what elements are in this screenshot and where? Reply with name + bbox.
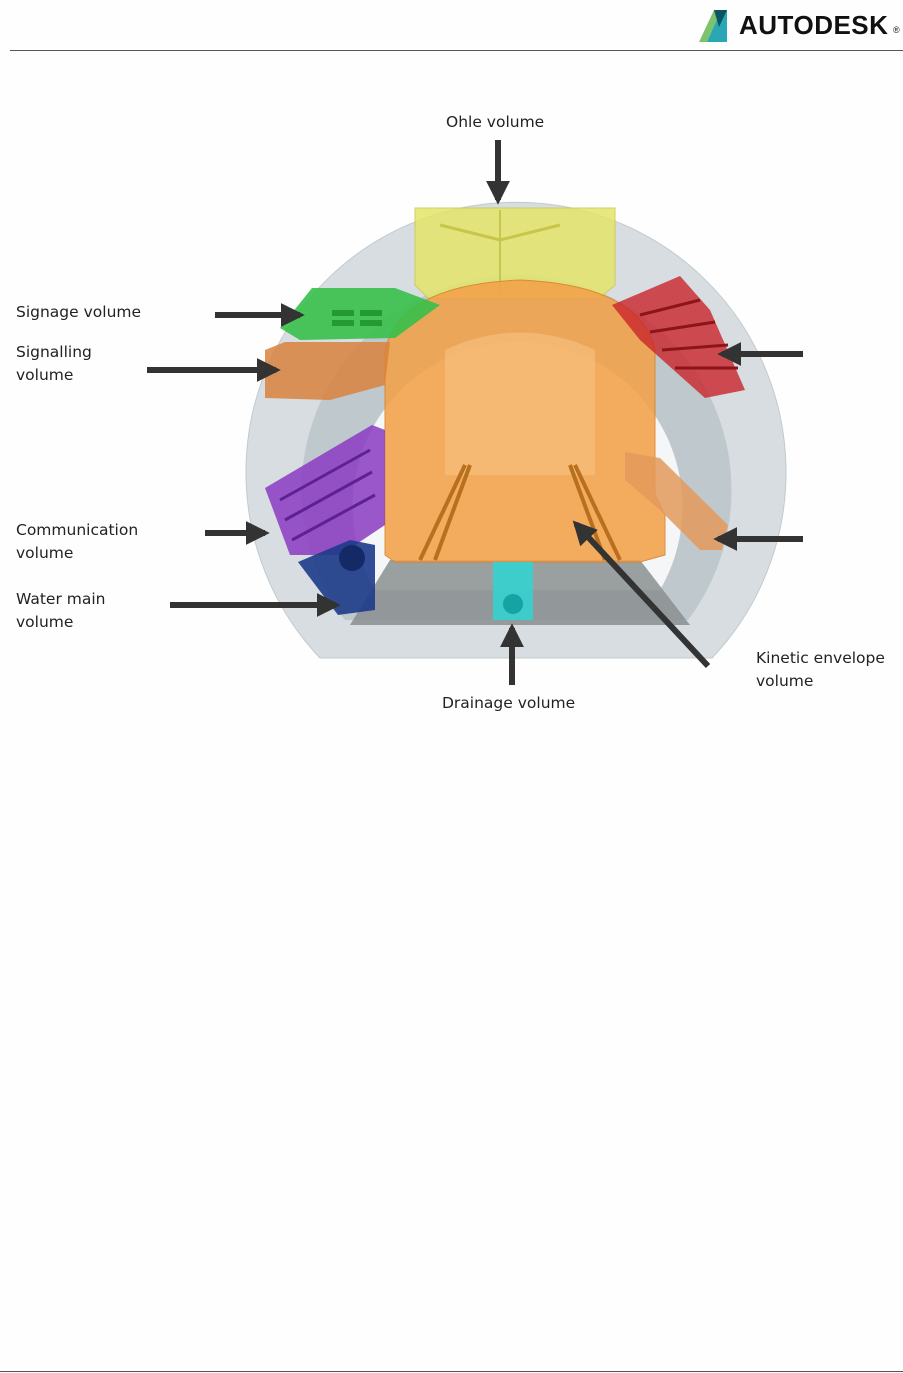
tunnel-figure: Ohle volume Signage volume Signalling vo… — [0, 100, 903, 720]
drainage-volume-shape — [493, 562, 533, 620]
brand-name: AUTODESK — [739, 10, 888, 40]
label-signalling: Signalling volume — [16, 341, 92, 387]
label-ohle: Ohle volume — [446, 111, 544, 134]
kinetic-envelope-shape — [385, 280, 665, 562]
label-water-main: Water main volume — [16, 588, 105, 634]
header-rule — [10, 50, 903, 51]
autodesk-logo: AUTODESK ® — [697, 7, 897, 43]
tunnel-cross-section-diagram — [0, 100, 903, 720]
footer-rule — [0, 1371, 903, 1372]
label-communication: Communication volume — [16, 519, 138, 565]
registered-mark: ® — [893, 25, 900, 35]
label-kinetic: Kinetic envelope volume — [756, 647, 885, 693]
label-drainage: Drainage volume — [442, 692, 575, 715]
autodesk-logo-icon — [697, 7, 733, 43]
label-signage: Signage volume — [16, 301, 141, 324]
